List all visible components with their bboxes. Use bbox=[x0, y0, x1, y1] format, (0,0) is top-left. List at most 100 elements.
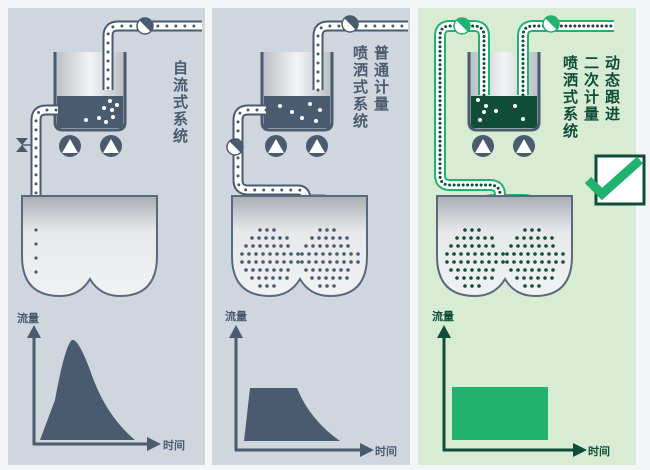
spray-dot bbox=[311, 244, 315, 248]
spray-dot bbox=[321, 252, 325, 256]
flow-chart: 流量 时间 bbox=[432, 309, 610, 458]
spray-dot bbox=[307, 252, 311, 256]
spray-dot bbox=[339, 268, 343, 272]
spray-dot bbox=[244, 268, 248, 272]
spray-dot bbox=[515, 236, 519, 240]
spray-dot bbox=[456, 244, 460, 248]
spray-dot bbox=[275, 260, 279, 264]
y-axis-label: 流量 bbox=[17, 311, 39, 325]
spray-dot bbox=[463, 284, 467, 288]
spray-dots bbox=[445, 228, 565, 288]
spray-dot bbox=[470, 244, 474, 248]
spray-dot bbox=[356, 260, 360, 264]
spray-dot bbox=[463, 244, 467, 248]
spray-dot bbox=[279, 268, 283, 272]
pipe bbox=[30, 20, 204, 222]
spray-dot bbox=[345, 276, 349, 280]
pump-icon bbox=[59, 135, 81, 157]
spray-dot bbox=[463, 228, 467, 232]
spray-dot bbox=[452, 252, 456, 256]
spray-dot bbox=[462, 236, 466, 240]
spray-dot bbox=[247, 260, 251, 264]
spray-dot bbox=[244, 244, 248, 248]
spray-dot bbox=[285, 236, 289, 240]
bubbles bbox=[84, 99, 119, 124]
spray-dot bbox=[530, 268, 534, 272]
valve-icon[interactable] bbox=[136, 17, 154, 35]
arrow-up-icon bbox=[27, 325, 41, 338]
spray-dot bbox=[561, 260, 565, 264]
panel-title-line: 喷洒式系统 bbox=[351, 45, 369, 130]
panel-title-line: 二次计量 bbox=[582, 55, 600, 123]
spray-dot bbox=[272, 228, 276, 232]
spray-dot bbox=[509, 244, 513, 248]
spray-dot bbox=[318, 228, 322, 232]
spray-dot bbox=[536, 276, 540, 280]
spray-dot bbox=[271, 276, 275, 280]
spray-dot bbox=[310, 276, 314, 280]
spray-dot bbox=[285, 276, 289, 280]
tank-wall bbox=[260, 52, 334, 132]
spray-dot bbox=[321, 260, 325, 264]
spray-dot bbox=[455, 276, 459, 280]
spray-dot bbox=[300, 260, 304, 264]
spray-dot bbox=[265, 228, 269, 232]
spray-dot bbox=[519, 252, 523, 256]
panel-title-line: 普通计量 bbox=[372, 44, 390, 113]
spray-dot bbox=[523, 268, 527, 272]
spray-dot bbox=[240, 252, 244, 256]
tank-liquid bbox=[264, 96, 330, 128]
spray-dot bbox=[473, 260, 477, 264]
spray-dot bbox=[335, 252, 339, 256]
spray-dot bbox=[550, 236, 554, 240]
spray-dot bbox=[509, 268, 513, 272]
spray-dot bbox=[318, 268, 322, 272]
spray-dot bbox=[324, 276, 328, 280]
spray-dot bbox=[349, 252, 353, 256]
flow-curve bbox=[40, 339, 135, 440]
spray-dot bbox=[332, 244, 336, 248]
valve-icon[interactable] bbox=[453, 17, 471, 35]
arrow-right-icon bbox=[573, 443, 587, 457]
spray-dot bbox=[522, 276, 526, 280]
spray-dot bbox=[477, 228, 481, 232]
valve-icon[interactable] bbox=[16, 138, 31, 152]
valve-icon[interactable] bbox=[226, 138, 244, 156]
spray-dot bbox=[477, 284, 481, 288]
spray-dot bbox=[311, 268, 315, 272]
spray-dot bbox=[543, 276, 547, 280]
spray-dot bbox=[346, 244, 350, 248]
spray-dot bbox=[331, 276, 335, 280]
spray-dot bbox=[254, 252, 258, 256]
spray-dot bbox=[304, 244, 308, 248]
spray-dot bbox=[325, 244, 329, 248]
valve-icon[interactable] bbox=[341, 15, 359, 33]
spray-dot bbox=[324, 236, 328, 240]
spray-dot bbox=[469, 276, 473, 280]
spray-dot bbox=[483, 276, 487, 280]
spray-dot bbox=[271, 236, 275, 240]
spray-dot bbox=[494, 252, 498, 256]
spray-dot bbox=[310, 236, 314, 240]
spray-dot bbox=[268, 252, 272, 256]
spray-dot bbox=[470, 284, 474, 288]
spray-dot bbox=[314, 252, 318, 256]
spray-dot bbox=[512, 252, 516, 256]
spray-dot bbox=[505, 260, 509, 264]
spray-dot bbox=[342, 252, 346, 256]
valve-icon[interactable] bbox=[542, 15, 560, 33]
spray-dot bbox=[526, 260, 530, 264]
spray-dot bbox=[463, 268, 467, 272]
spray-dot bbox=[240, 260, 244, 264]
spray-dot bbox=[452, 260, 456, 264]
drip-dots bbox=[34, 228, 38, 274]
spray-dot bbox=[484, 244, 488, 248]
spray-dot bbox=[544, 244, 548, 248]
spray-dot bbox=[551, 268, 555, 272]
spray-dot bbox=[307, 260, 311, 264]
spray-dot bbox=[470, 228, 474, 232]
spray-dot bbox=[318, 244, 322, 248]
spray-dot bbox=[505, 252, 509, 256]
spray-dot bbox=[258, 228, 262, 232]
spray-dot bbox=[522, 236, 526, 240]
